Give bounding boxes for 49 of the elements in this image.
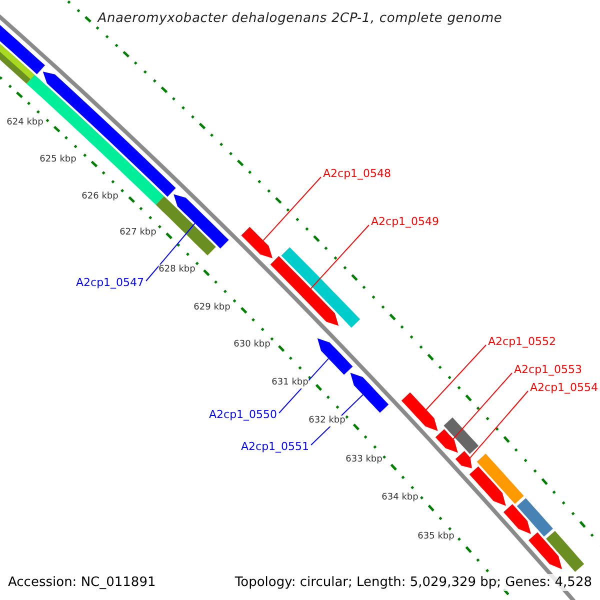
scale-label: 629 kbp	[194, 302, 230, 314]
gene-label: A2cp1_0548	[323, 167, 392, 181]
gene-label: A2cp1_0553	[514, 363, 582, 377]
leader-line	[146, 222, 196, 282]
gene-feature	[455, 451, 472, 468]
scale-label: 624 kbp	[6, 118, 44, 128]
scale-label: 631 kbp	[272, 378, 308, 388]
gene-label: A2cp1_0551	[241, 440, 310, 454]
leader-line	[278, 358, 329, 414]
gene-bar	[444, 417, 479, 454]
scale-label: 626 kbp	[82, 192, 118, 202]
gene-feature	[401, 392, 438, 431]
gene-feature	[174, 194, 229, 248]
gene-bar	[156, 196, 216, 256]
footer-note: Accession: NC_011891	[8, 574, 156, 591]
scale-label: 635 kbp	[418, 532, 454, 542]
gene-label: A2cp1_0549	[371, 215, 440, 229]
gene-feature	[350, 372, 389, 413]
leader-line	[310, 224, 370, 290]
gene-label: A2cp1_0552	[488, 335, 556, 349]
leader-line	[262, 176, 322, 241]
gene-label: A2cp1_0547	[76, 276, 144, 290]
leader-line	[470, 390, 528, 458]
scale-label: 633 kbp	[346, 454, 382, 466]
gene-feature	[0, 25, 45, 74]
gene-feature	[435, 429, 458, 453]
gene-bar	[281, 247, 360, 328]
scale-label: 627 kbp	[120, 228, 156, 238]
gene-bar	[26, 74, 164, 205]
gene-feature	[469, 466, 506, 506]
gene-bar	[516, 498, 553, 537]
gene-label: A2cp1_0550	[209, 408, 278, 422]
diagram-title: Anaeromyxobacter dehalogenans 2CP-1, complete genome	[96, 10, 504, 28]
leader-line	[426, 344, 486, 410]
scale-label: 628 kbp	[158, 264, 196, 276]
gene-feature	[504, 504, 531, 534]
gene-feature	[317, 338, 353, 375]
scale-label: 625 kbp	[40, 154, 76, 166]
gene-label: A2cp1_0554	[530, 381, 598, 395]
leader-line	[452, 372, 512, 440]
gene-feature	[528, 532, 562, 570]
scale-label: 630 kbp	[234, 340, 270, 350]
footer-note: Topology: circular; Length: 5,029,329 bp; Genes: 4,528	[234, 574, 592, 591]
scale-label: 634 kbp	[382, 492, 418, 504]
scale-label: 632 kbp	[308, 416, 346, 426]
gene-bar	[546, 530, 584, 572]
gene-bar	[476, 454, 524, 504]
gene-feature	[241, 226, 272, 258]
gene-feature	[270, 256, 339, 326]
